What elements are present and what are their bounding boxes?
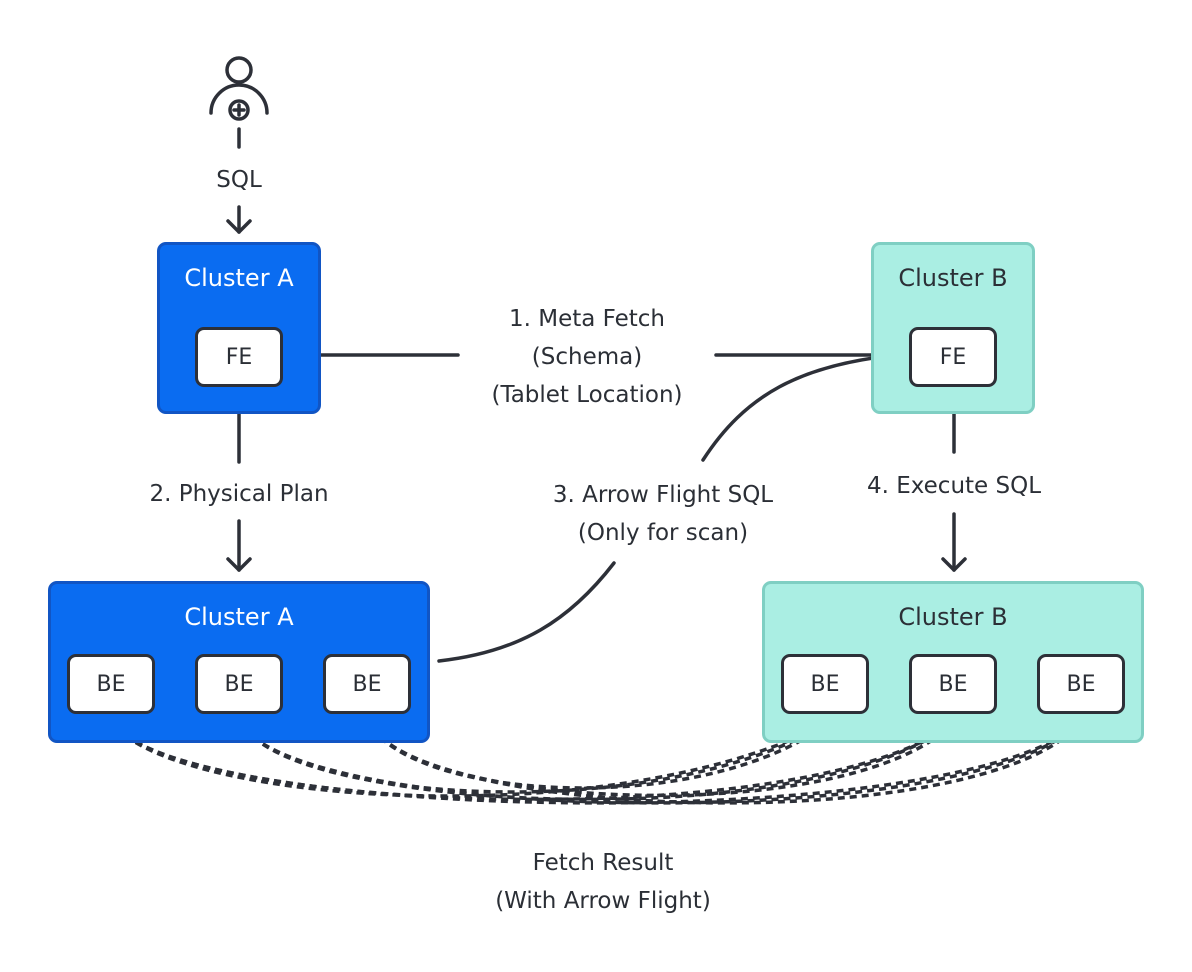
cluster-b-frontend: Cluster B FE bbox=[871, 242, 1035, 414]
cluster-a-backend-title: Cluster A bbox=[184, 603, 294, 631]
fetch-result-line2: (With Arrow Flight) bbox=[495, 888, 711, 914]
meta-fetch-arrow-to-b bbox=[714, 341, 899, 369]
cluster-b-be-node-1: BE bbox=[781, 654, 869, 714]
user-add-icon bbox=[209, 56, 269, 121]
fetch-result-line1: Fetch Result bbox=[532, 850, 674, 876]
cluster-a-fe-node: FE bbox=[195, 327, 283, 387]
meta-fetch-label: 1. Meta Fetch (Schema) (Tablet Location) bbox=[465, 300, 709, 414]
arrow-flight-line1: 3. Arrow Flight SQL bbox=[552, 482, 774, 508]
arrow-flight-curve-lower bbox=[437, 561, 616, 663]
cluster-b-be-node-3: BE bbox=[1037, 654, 1125, 714]
cluster-b-backend: Cluster B BE BE BE bbox=[762, 581, 1144, 743]
execute-sql-label: 4. Execute SQL bbox=[842, 467, 1066, 505]
cluster-a-be-node-3: BE bbox=[323, 654, 411, 714]
cluster-b-frontend-title: Cluster B bbox=[898, 264, 1008, 292]
cluster-a-backend: Cluster A BE BE BE bbox=[48, 581, 430, 743]
cluster-b-fe-node: FE bbox=[909, 327, 997, 387]
arrow-flight-line2: (Only for scan) bbox=[577, 520, 749, 546]
arrow-flight-curve-upper bbox=[701, 353, 899, 462]
cluster-a-frontend: Cluster A FE bbox=[157, 242, 321, 414]
meta-fetch-line1: 1. Meta Fetch bbox=[508, 306, 666, 332]
cluster-b-backend-title: Cluster B bbox=[898, 603, 1008, 631]
execute-sql-arrow bbox=[941, 512, 967, 572]
sql-to-cluster-a-arrow bbox=[226, 205, 252, 234]
physical-plan-arrow bbox=[226, 519, 252, 572]
cluster-a-be-node-1: BE bbox=[67, 654, 155, 714]
fetch-result-paths bbox=[108, 717, 1082, 805]
meta-fetch-line2: (Schema) bbox=[531, 344, 643, 370]
sql-label: SQL bbox=[200, 161, 278, 199]
physical-plan-label: 2. Physical Plan bbox=[126, 475, 352, 513]
fetch-result-label: Fetch Result (With Arrow Flight) bbox=[440, 844, 766, 920]
cluster-a-be-node-2: BE bbox=[195, 654, 283, 714]
arrow-flight-label: 3. Arrow Flight SQL (Only for scan) bbox=[518, 476, 808, 552]
cluster-a-frontend-title: Cluster A bbox=[184, 264, 294, 292]
cluster-b-be-node-2: BE bbox=[909, 654, 997, 714]
meta-fetch-line3: (Tablet Location) bbox=[491, 382, 683, 408]
